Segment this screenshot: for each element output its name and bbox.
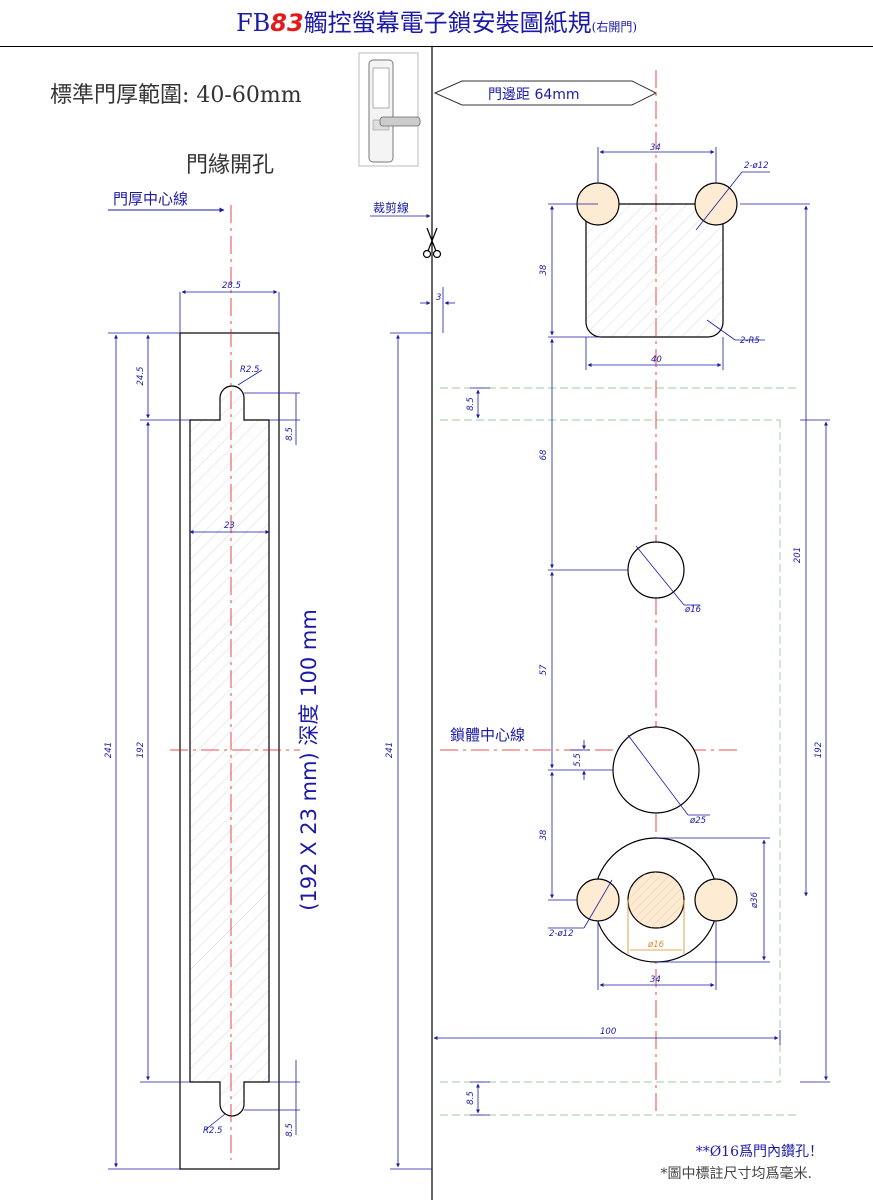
page-title: FB83觸控螢幕電子鎖安裝圖紙規(右開門) (236, 9, 637, 37)
dim-201: 201 (793, 547, 803, 563)
title-prefix: FB (235, 9, 271, 37)
mount-hole-bottom-left (576, 878, 620, 922)
dim-241-left: 241 (104, 742, 114, 758)
scissors-icon (422, 227, 442, 259)
mount-hole-bottom-right (694, 878, 738, 922)
dim-192-right: 192 (814, 742, 824, 758)
dim-38-top: 38 (539, 264, 549, 275)
dim-8-5-right-bottom: 8.5 (466, 1091, 476, 1105)
dim-phi25: ø25 (689, 816, 706, 826)
dim-57: 57 (539, 664, 549, 675)
cut-line-label: 裁剪線 (373, 200, 409, 215)
dim-2-r5: 2-R5 (740, 336, 760, 346)
title-bar: FB83觸控螢幕電子鎖安裝圖紙規(右開門) (0, 0, 873, 47)
dim-8-5-right-top: 8.5 (466, 397, 476, 411)
dim-68: 68 (539, 449, 549, 460)
dim-34-top: 34 (650, 143, 661, 153)
mount-hole-top-right (694, 182, 738, 226)
inner-drill-dimension-lines (627, 900, 685, 955)
drill-note: **Ø16爲門內鑽孔！ (696, 1144, 823, 1160)
dim-2-phi12-bottom: 2-ø12 (549, 929, 574, 939)
dim-phi16-inner: ø16 (647, 940, 665, 950)
dim-2-phi12-top: 2-ø12 (744, 161, 769, 171)
left-dimension-lines (108, 290, 300, 1170)
dim-3: 3 (436, 293, 441, 303)
body-centerline-label: 鎖體中心線 (450, 726, 525, 744)
dim-phi16-middle: ø16 (684, 605, 702, 615)
edge-hole-heading: 門緣開孔 (186, 153, 274, 178)
door-thickness-label: 標準門厚範圍: 40-60mm (50, 83, 302, 108)
dim-phi36: ø36 (750, 891, 760, 909)
keypad-cutout (585, 203, 724, 338)
dim-r2-5-bottom: R2.5 (203, 1126, 222, 1136)
dim-40: 40 (651, 355, 662, 365)
dim-r2-5-top: R2.5 (240, 365, 259, 375)
guide-lines-green (440, 387, 800, 1116)
dim-5-5: 5.5 (573, 753, 583, 767)
backset-label: 門邊距 64mm (488, 87, 580, 103)
dim-38-bottom: 38 (539, 829, 549, 840)
dim-24-5: 24.5 (136, 367, 146, 386)
dim-8-5-top: 8.5 (285, 427, 295, 441)
title-model-number: 83 (270, 9, 304, 37)
hole-25 (612, 726, 700, 814)
right-dimension-lines (433, 147, 830, 1116)
thickness-centerline-label: 門厚中心線 (113, 190, 188, 208)
dim-width-28-5: 28.5 (222, 281, 241, 291)
title-subtitle: (右開門) (591, 20, 638, 34)
mortise-size-label: (192 X 23 mm) 深度 100 mm (297, 609, 321, 911)
middle-dimension-lines (390, 287, 455, 1170)
dim-width-23: 23 (224, 521, 235, 531)
dim-241-middle: 241 (385, 742, 395, 758)
dim-100: 100 (600, 1027, 616, 1037)
dim-8-5-bottom: 8.5 (285, 1123, 295, 1137)
backset-dimension: 門邊距 64mm (433, 80, 658, 106)
dim-34-bottom: 34 (650, 975, 661, 985)
title-main: 觸控螢幕電子鎖安裝圖紙規 (303, 9, 592, 37)
units-note: *圖中標註尺寸均爲毫米. (661, 1165, 812, 1182)
lock-thumbnail (358, 52, 421, 167)
dim-192-left: 192 (136, 742, 146, 758)
faceplate-outline (179, 332, 280, 1170)
